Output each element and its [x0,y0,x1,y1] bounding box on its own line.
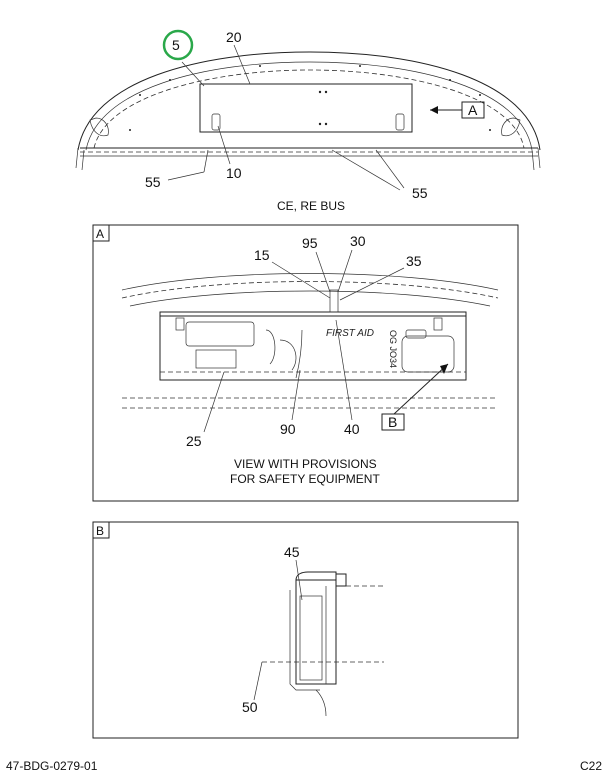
callout-55-right: 55 [412,185,428,201]
leader-55-right-b [375,149,405,189]
callout-35: 35 [406,253,422,269]
stored-item-left [185,321,255,347]
extinguisher-handle [265,329,297,371]
callout-50: 50 [242,699,258,715]
roof-inner-arc [85,61,533,151]
callout-45: 45 [284,544,300,560]
callout-5: 5 [172,37,180,53]
callout-20: 20 [226,29,242,45]
a-roof-arc-3 [129,290,491,307]
b-inner-panel [299,595,323,681]
first-aid-kit [401,335,455,373]
leader-35 [339,267,405,301]
b-top-clip [335,573,347,587]
a-roof-arc-2 [121,281,499,299]
detail-a-caption-2: FOR SAFETY EQUIPMENT [230,472,380,486]
detail-b-tag: B [96,524,104,538]
top-caption: CE, RE BUS [277,199,345,213]
mount-bracket [329,289,339,313]
overhead-panel [199,83,413,133]
roof-outer-arc [77,51,541,151]
b-lower-curve [315,689,327,717]
leader-90 [291,369,301,421]
view-b-box [381,413,405,431]
leader-55-left [203,149,209,173]
top-view: 5 20 10 55 55 A CE, RE BUS [75,29,541,213]
panel-text-first-aid: FIRST AID [326,328,374,339]
leader-50 [253,661,263,701]
detail-b-tag-box [92,521,110,539]
detail-b-frame [92,521,519,739]
leader-30 [337,249,353,293]
roof-rivets [129,65,491,131]
sheet-number: C22 [580,759,602,773]
callout-40: 40 [344,421,360,437]
b-compartment-section [295,579,337,685]
leader-40 [335,319,353,421]
roof-dashed-arc [93,69,525,149]
a-right-latch [433,317,443,331]
leader-55-left-b [167,171,205,181]
callout-5-highlight [162,29,194,61]
right-latch [395,113,405,131]
view-a-ref: A [468,102,478,118]
callout-95: 95 [302,235,318,251]
panel-text-vertical: OG JO34 [388,330,398,368]
view-b-ref: B [388,414,397,430]
cable [295,329,303,379]
callout-10: 10 [226,165,242,181]
callout-30: 30 [350,233,366,249]
leader-95 [315,251,331,293]
leader-10 [217,125,231,165]
stored-item-left-b [195,349,237,369]
detail-a-tag: A [96,227,104,241]
leader-45 [295,559,303,601]
rail-ends [75,147,541,171]
view-b-arrow [393,363,449,415]
leader-20 [233,44,251,85]
callout-90: 90 [280,421,296,437]
drawing-number: 47-BDG-0279-01 [6,759,98,773]
view-a-box [461,101,485,119]
left-latch [211,113,221,131]
leader-15 [271,261,331,299]
right-corner-detail [501,117,521,137]
callout-55-left: 55 [145,174,161,190]
b-outer-skin [289,590,320,691]
a-left-latch [175,317,185,331]
detail-a-caption-1: VIEW WITH PROVISIONS [234,457,377,471]
first-aid-kit-handle [405,329,427,339]
leader-25 [203,371,225,433]
leader-55-right-a [331,149,401,191]
detail-b: B 45 50 [92,521,519,739]
compartment-body [159,311,467,381]
detail-a-frame [92,224,519,502]
callout-15: 15 [254,247,270,263]
b-profile-top [295,571,337,586]
leader-5 [181,61,205,87]
left-corner-detail [89,117,109,137]
callout-25: 25 [186,433,202,449]
a-roof-arc-1 [121,273,499,291]
detail-a: A FIRST AID OG JO34 [92,224,519,502]
detail-a-tag-box [92,224,110,242]
